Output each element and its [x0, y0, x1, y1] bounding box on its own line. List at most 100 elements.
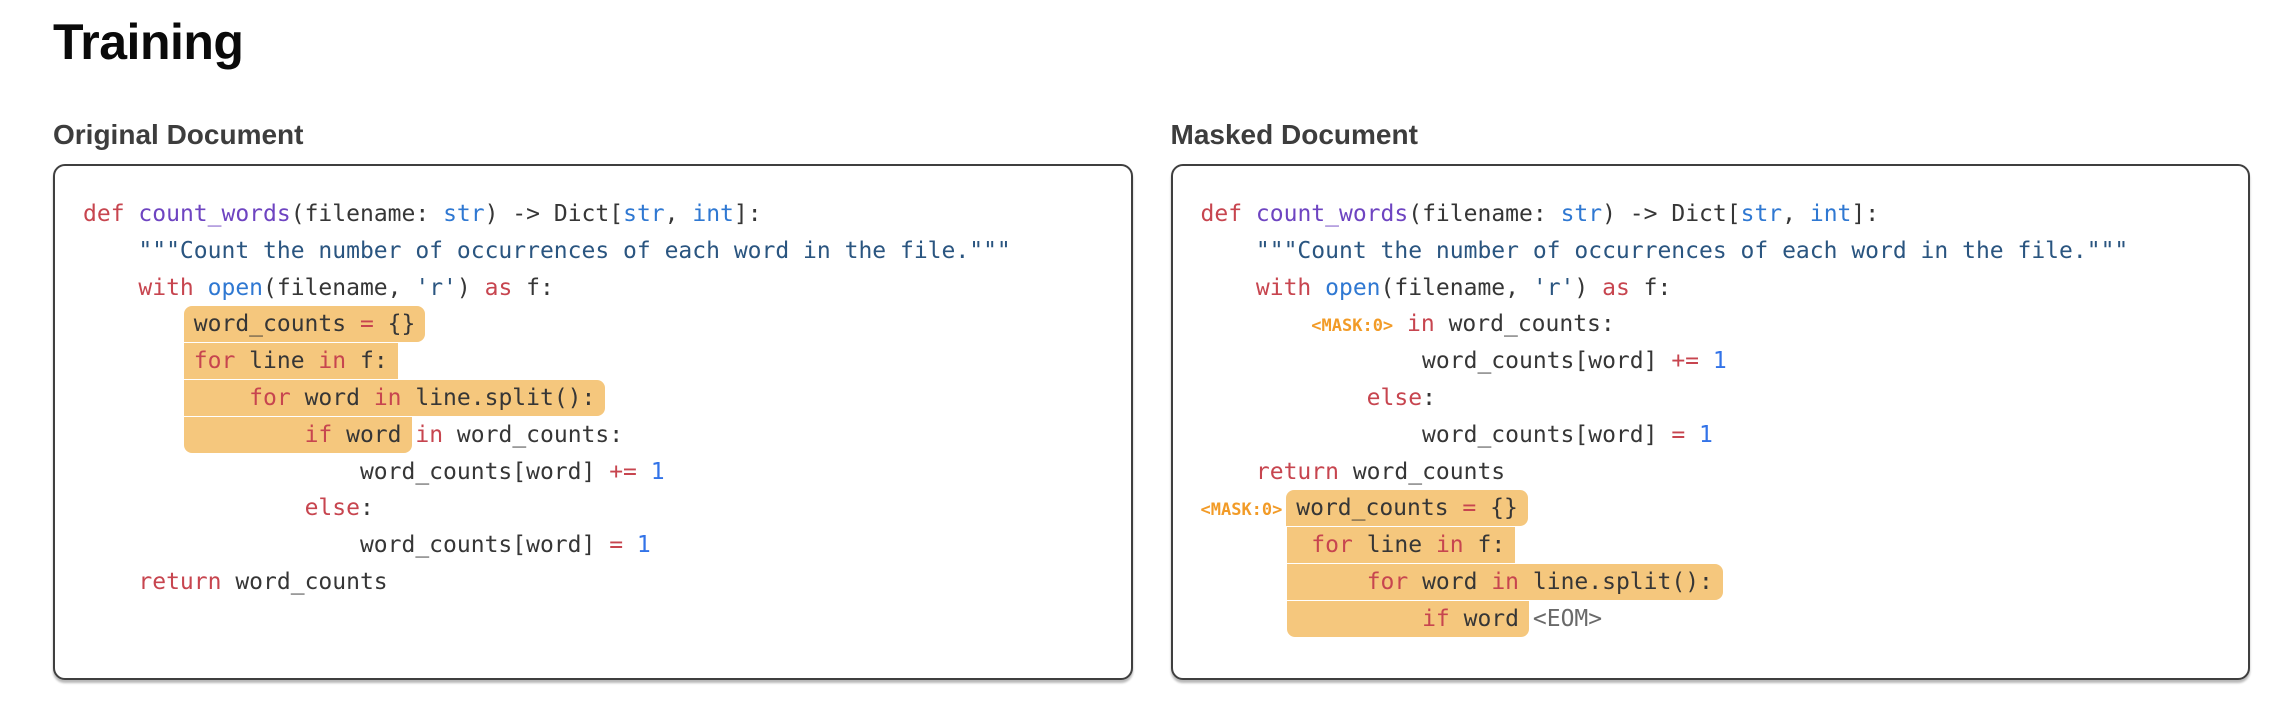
code-token [83, 495, 305, 521]
code-segment: def count_words(filename: str) -> Dict[s… [1201, 201, 1880, 227]
code-segment [83, 311, 194, 337]
code-token: f: [1629, 274, 1672, 301]
code-line: return word_counts [1201, 454, 2221, 491]
code-segment: with open(filename, 'r') as f: [1201, 274, 1672, 301]
code-line: """Count the number of occurrences of ea… [83, 233, 1103, 270]
code-token: word_counts[word] [1200, 348, 1672, 375]
code-segment: return word_counts [1201, 458, 1505, 485]
code-line: <MASK:0> word_counts = {} [1201, 490, 2221, 527]
code-token: = [359, 311, 374, 338]
code-segment: <MASK:0> in word_counts: [1201, 311, 1614, 337]
code-token: = [609, 532, 624, 559]
code-segment: """Count the number of occurrences of ea… [1201, 237, 2129, 264]
code-segment: word_counts[word] += 1 [83, 459, 665, 485]
mask-span-highlight: if word [183, 416, 412, 453]
code-segment: word_counts[word] = 1 [83, 532, 651, 558]
code-segment: """Count the number of occurrences of ea… [83, 238, 1010, 264]
code-line: word_counts[word] = 1 [1201, 417, 2221, 454]
code-token: str [1560, 201, 1603, 227]
code-token [1297, 606, 1422, 632]
panel-masked-document: Masked Document def count_words(filename… [1170, 118, 2250, 680]
code-token [1393, 311, 1407, 337]
code-token [623, 532, 637, 558]
code-token: ) -> Dict[ [484, 201, 624, 227]
code-token [83, 311, 194, 337]
code-token: += [609, 458, 637, 485]
code-token: 'r' [415, 274, 457, 301]
original-code-block: def count_words(filename: str) -> Dict[s… [83, 196, 1103, 601]
code-token [1201, 311, 1312, 337]
code-token: in [1435, 532, 1464, 559]
code-token: str [443, 201, 485, 227]
code-line: for line in f: [1201, 527, 2221, 564]
code-line: return word_counts [83, 564, 1103, 601]
code-line: def count_words(filename: str) -> Dict[s… [83, 196, 1103, 233]
code-token: """Count the number of occurrences of ea… [1255, 237, 2129, 264]
code-segment [83, 385, 194, 411]
code-token: in [1491, 568, 1520, 595]
mask-span-highlight: word_counts = {} [183, 306, 426, 343]
code-token: with [138, 274, 194, 301]
code-segment: <MASK:0> [1201, 495, 1297, 521]
code-token: line [1352, 532, 1436, 559]
code-token: for [193, 348, 236, 375]
code-token: f: [1463, 532, 1506, 559]
code-segment: <EOM> [1519, 606, 1602, 632]
code-segment: else: [1201, 385, 1436, 411]
code-token [83, 422, 194, 448]
code-token: word [290, 384, 374, 411]
code-token [637, 459, 651, 485]
code-segment: in word_counts: [402, 422, 623, 448]
code-line: for word in line.split(): [83, 379, 1103, 417]
code-token: in [373, 384, 402, 411]
code-token: word_counts [1296, 495, 1463, 522]
code-token: : [359, 495, 374, 522]
code-token: else [1366, 384, 1423, 411]
code-token: def [83, 201, 125, 227]
code-token [83, 569, 138, 595]
code-token: 1 [1699, 421, 1713, 448]
code-token: (filename, [1380, 274, 1533, 301]
code-token: for [1311, 532, 1353, 559]
code-line: if word <EOM> [1201, 600, 2221, 638]
code-token: for [249, 384, 291, 411]
code-segment: def count_words(filename: str) -> Dict[s… [83, 201, 762, 227]
code-token: int [1809, 201, 1852, 227]
mask-token: <MASK:0> [1311, 316, 1394, 337]
code-token: word [332, 421, 402, 448]
code-segment [1201, 569, 1298, 595]
code-line: with open(filename, 'r') as f: [1201, 270, 2221, 307]
code-token [402, 422, 416, 448]
code-token [83, 238, 138, 264]
code-token: ) -> Dict[ [1602, 201, 1741, 227]
code-token [1311, 275, 1325, 301]
code-token: word_counts[word] [83, 458, 610, 485]
code-token: in [318, 348, 347, 375]
code-token: ]: [733, 201, 762, 227]
code-token: ) [456, 274, 485, 301]
code-line: word_counts[word] += 1 [1201, 343, 2221, 380]
code-line: else: [83, 490, 1103, 527]
code-token: word_counts [193, 311, 360, 338]
code-token: line [235, 348, 319, 375]
code-line: if word in word_counts: [83, 416, 1103, 454]
code-token: if [304, 421, 333, 448]
code-token: line.split(): [1519, 568, 1713, 595]
page-title: Training [53, 14, 244, 70]
panels-row: Original Document def count_words(filena… [53, 118, 2250, 680]
code-token: {} [1476, 495, 1518, 522]
mask-span-highlight: for line in f: [183, 343, 398, 380]
code-token: return [138, 568, 222, 595]
code-token [194, 422, 305, 448]
code-token: f: [512, 274, 554, 301]
code-token [1201, 385, 1367, 411]
code-token: return [1255, 458, 1339, 485]
code-token [194, 385, 249, 411]
code-segment [83, 422, 194, 448]
code-segment [1201, 606, 1298, 632]
code-token: {} [373, 311, 416, 338]
code-token [1201, 532, 1298, 558]
code-token [1201, 459, 1256, 485]
code-token: 1 [636, 532, 651, 559]
code-token [125, 201, 139, 227]
